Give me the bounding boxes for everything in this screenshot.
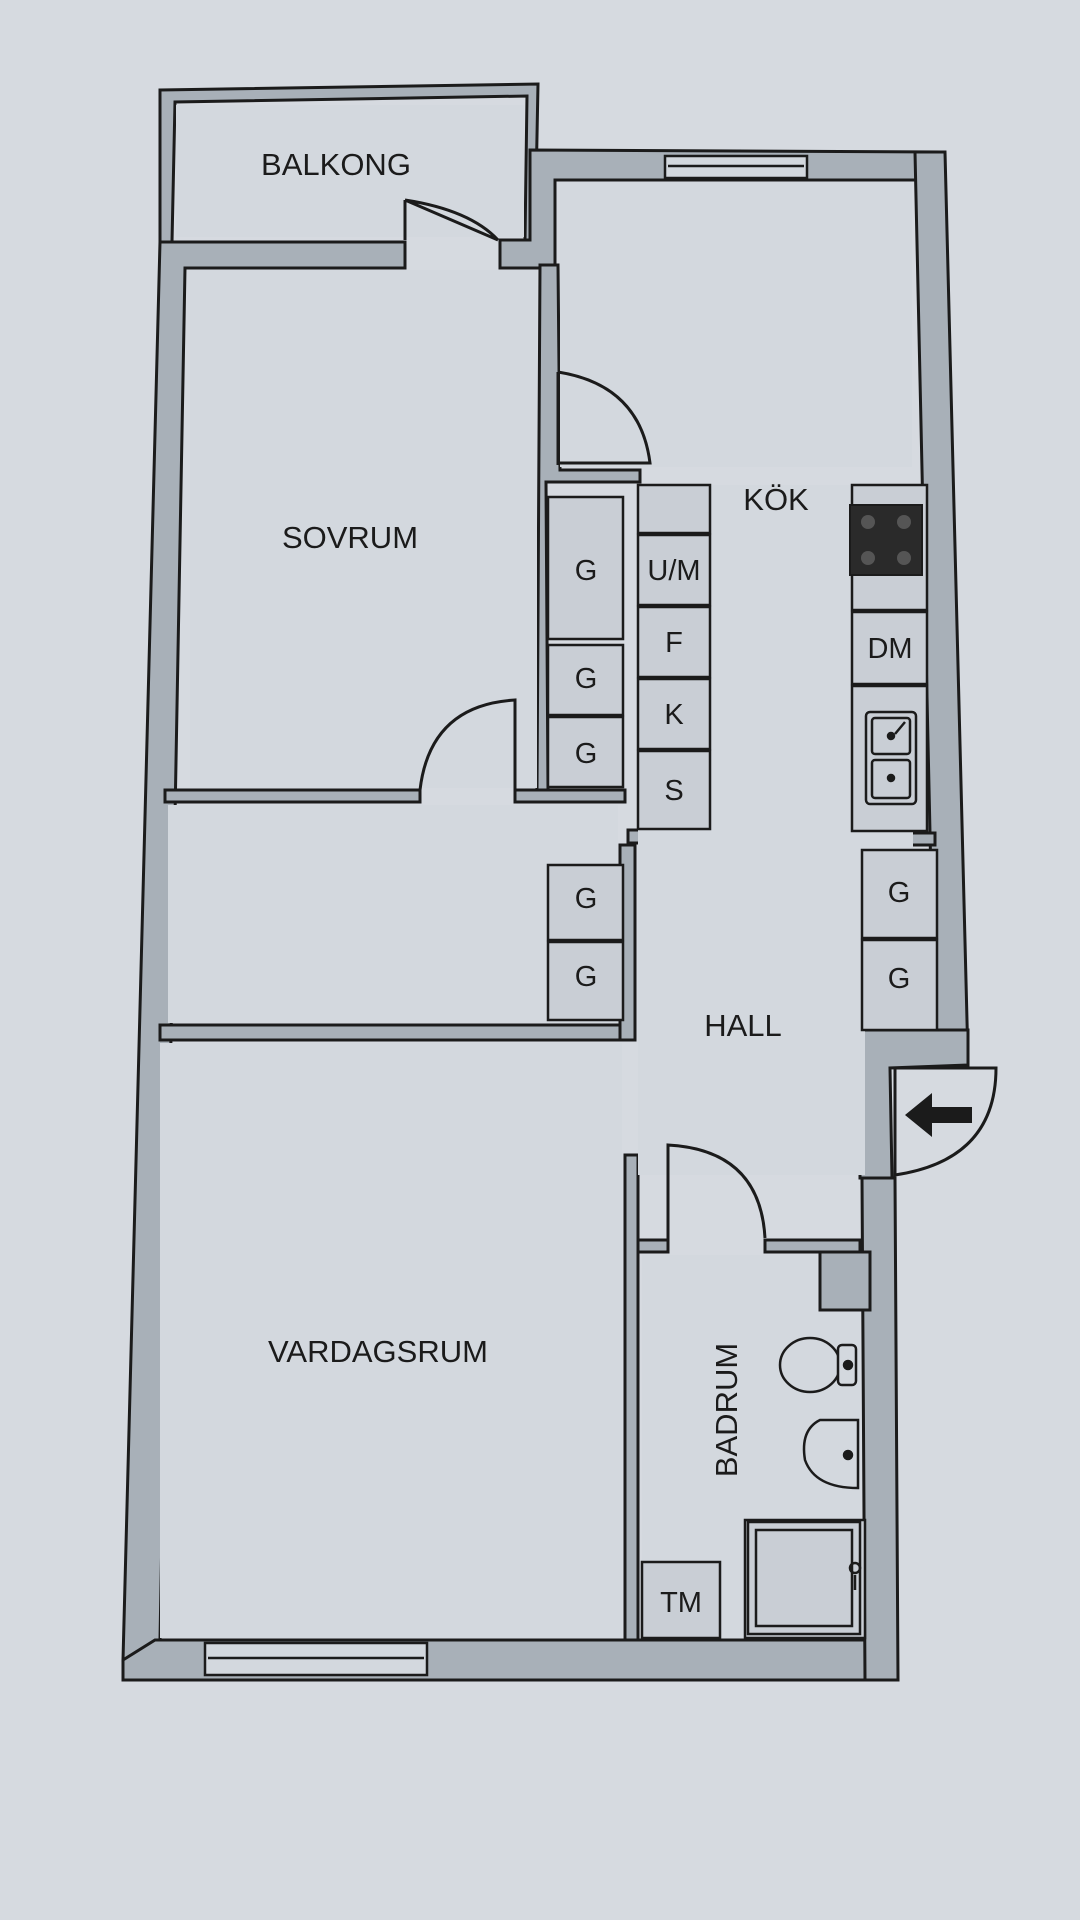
- stove-icon: [849, 504, 923, 576]
- balcony-door: [403, 198, 500, 242]
- washbasin-icon: [802, 1418, 860, 1490]
- label-g-3: G: [575, 738, 598, 770]
- wall-bath-top: [763, 1238, 862, 1254]
- label-g-4: G: [575, 883, 598, 915]
- wardrobe-4: [546, 863, 625, 942]
- label-k: K: [664, 699, 684, 731]
- entry-wall-stub: [858, 1028, 970, 1180]
- unit-f: [636, 605, 712, 679]
- shower-icon: [746, 1520, 862, 1636]
- unit-s: [636, 749, 712, 831]
- label-balkong: BALKONG: [261, 147, 411, 182]
- label-g-2: G: [575, 663, 598, 695]
- label-g-1: G: [575, 555, 598, 587]
- wall-bath-thick: [818, 1250, 872, 1312]
- label-hall: HALL: [704, 1008, 782, 1043]
- wall-bath-corner: [636, 1238, 670, 1254]
- windows: [203, 154, 809, 1677]
- label-g-7: G: [888, 963, 911, 995]
- wardrobe-2: [546, 643, 625, 717]
- wardrobe-7: [860, 938, 939, 1032]
- doors: [403, 198, 998, 1240]
- wardrobe-5: [546, 940, 625, 1022]
- label-dm: DM: [867, 633, 912, 665]
- label-tm: TM: [660, 1587, 702, 1619]
- toilet-icon: [778, 1336, 858, 1394]
- wall-bedroom-storage-2: [513, 788, 627, 804]
- wardrobe-6: [860, 848, 939, 940]
- wall-storage-living: [158, 1023, 627, 1042]
- label-um: U/M: [647, 555, 700, 587]
- fixture-labels: G G G G G G G U/M F K S DM TM: [575, 555, 913, 1619]
- label-s: S: [664, 775, 683, 807]
- bedroom-door: [418, 698, 517, 800]
- label-kok: KÖK: [743, 482, 809, 517]
- label-vardagsrum: VARDAGSRUM: [268, 1334, 488, 1369]
- unit-tm: [640, 1560, 722, 1640]
- unit-dm: [850, 610, 929, 686]
- label-badrum: BADRUM: [709, 1343, 744, 1477]
- unit-top: [636, 483, 712, 535]
- wardrobes: [546, 495, 939, 1032]
- wall-living-bath-a: [623, 1153, 640, 1642]
- label-f: F: [665, 627, 683, 659]
- entry-door: [893, 1066, 998, 1177]
- wall-bedroom-storage: [163, 788, 422, 804]
- wardrobe-3: [546, 715, 625, 789]
- label-g-6: G: [888, 877, 911, 909]
- kitchen-door: [556, 370, 652, 465]
- bathroom-door: [666, 1143, 767, 1240]
- room-floors: [160, 105, 913, 1638]
- label-sovrum: SOVRUM: [282, 520, 418, 555]
- kitchen-units: [636, 483, 929, 1640]
- unit-k: [636, 677, 712, 751]
- room-labels: BALKONG SOVRUM KÖK HALL VARDAGSRUM BADRU…: [261, 147, 809, 1477]
- wardrobe-1: [546, 495, 625, 641]
- kitchen-sink-icon: [864, 710, 918, 806]
- unit-um: [636, 533, 712, 607]
- entry-arrow-icon: [905, 1093, 972, 1137]
- label-g-5: G: [575, 961, 598, 993]
- shower-wall: [743, 1518, 867, 1640]
